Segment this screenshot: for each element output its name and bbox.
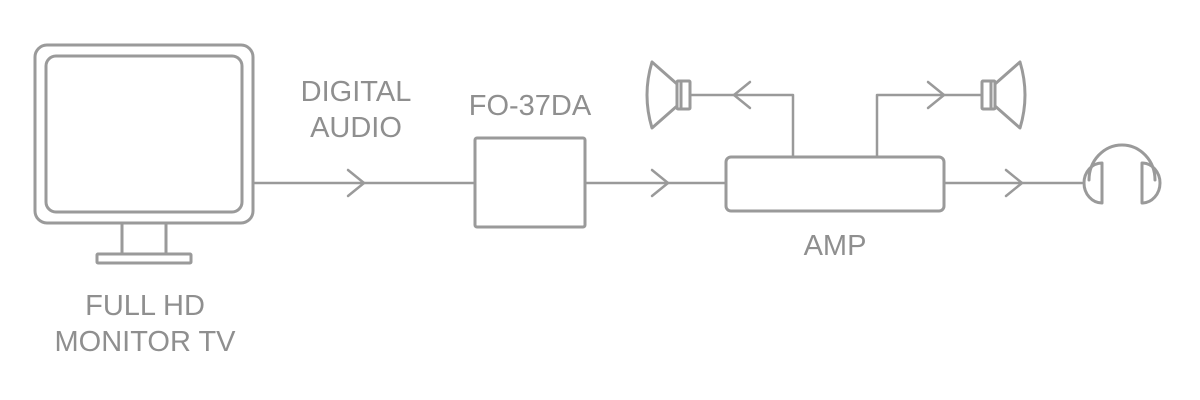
digital-label-line2: AUDIO bbox=[310, 112, 402, 144]
amp-box bbox=[724, 155, 946, 213]
fo-37da-box bbox=[473, 136, 587, 229]
speaker-icon bbox=[645, 60, 692, 130]
arrow-right-icon bbox=[346, 168, 366, 198]
speaker-icon bbox=[980, 60, 1027, 130]
amp-label: AMP bbox=[803, 230, 867, 262]
arrow-left-icon bbox=[732, 80, 752, 110]
digital-audio-connection bbox=[251, 168, 476, 198]
headphones-icon bbox=[1082, 143, 1162, 205]
arrow-right-icon bbox=[926, 80, 946, 110]
arrow-right-icon bbox=[1004, 168, 1024, 198]
arrow-right-icon bbox=[650, 168, 670, 198]
device-label: FO-37DA bbox=[468, 90, 592, 122]
amp-to-right-speaker-connection bbox=[875, 80, 984, 159]
tv-label-line2: MONITOR TV bbox=[54, 326, 236, 358]
tv-monitor-icon bbox=[33, 43, 255, 265]
tv-label: FULL HD MONITOR TV bbox=[34, 288, 256, 360]
device-to-amp-connection bbox=[583, 168, 728, 198]
digital-label-line1: DIGITAL bbox=[300, 76, 412, 108]
tv-label-line1: FULL HD bbox=[85, 290, 205, 322]
amp-to-left-speaker-connection bbox=[688, 80, 795, 159]
digital-audio-label: DIGITAL AUDIO bbox=[286, 74, 426, 146]
amp-to-headphones-connection bbox=[942, 168, 1084, 198]
